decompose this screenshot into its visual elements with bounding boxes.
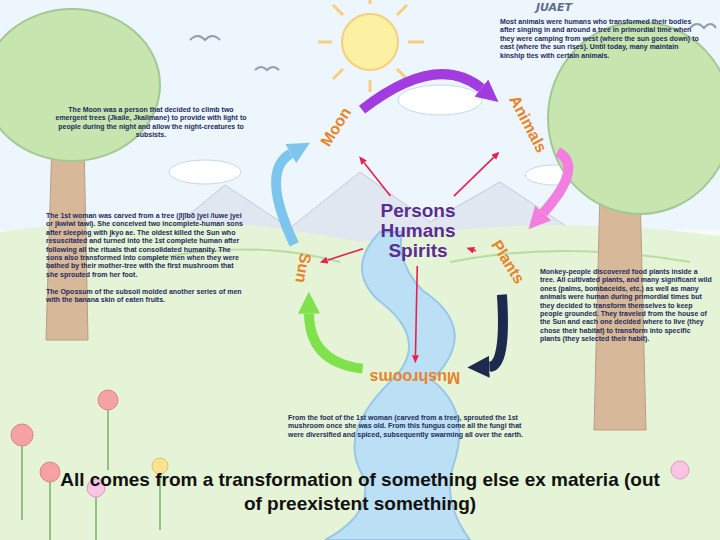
animals-myth-note: Most animals were humans who transformed… — [500, 18, 700, 60]
emanation-arrow — [454, 157, 494, 196]
moon-myth-note: The Moon was a person that decided to cl… — [55, 106, 247, 140]
node-text: Sun — [292, 252, 315, 285]
node-text: Mushrooms — [370, 368, 461, 386]
cycle-stage: Mushrooms — [367, 366, 464, 388]
opossum-myth-note: The Opossum of the subsoil molded anothe… — [46, 288, 244, 305]
plants-myth-note: Monkey-people discovered food plants ins… — [540, 268, 712, 344]
node-text: Persons Humans Spirits — [369, 201, 467, 261]
emanation-arrow — [473, 249, 475, 251]
hub-concept: Persons Humans Spirits — [366, 199, 470, 263]
cycle-arrow — [362, 74, 481, 110]
emanation-arrow — [327, 249, 363, 260]
mushrooms-myth-note: From the foot of the 1st woman (carved f… — [288, 414, 528, 439]
sun-myth-note: The 1st woman was carved from a tree (jĩ… — [46, 212, 244, 279]
cycle-arrow — [489, 295, 503, 367]
emanation-arrow — [364, 163, 390, 196]
caption: All comes from a transformation of somet… — [50, 468, 670, 516]
cycle-arrow — [543, 152, 568, 213]
emanation-arrow — [415, 266, 417, 355]
cycle-arrow — [309, 314, 363, 369]
cycle-arrow — [276, 154, 294, 245]
artist-signature: JUAET — [536, 2, 606, 15]
